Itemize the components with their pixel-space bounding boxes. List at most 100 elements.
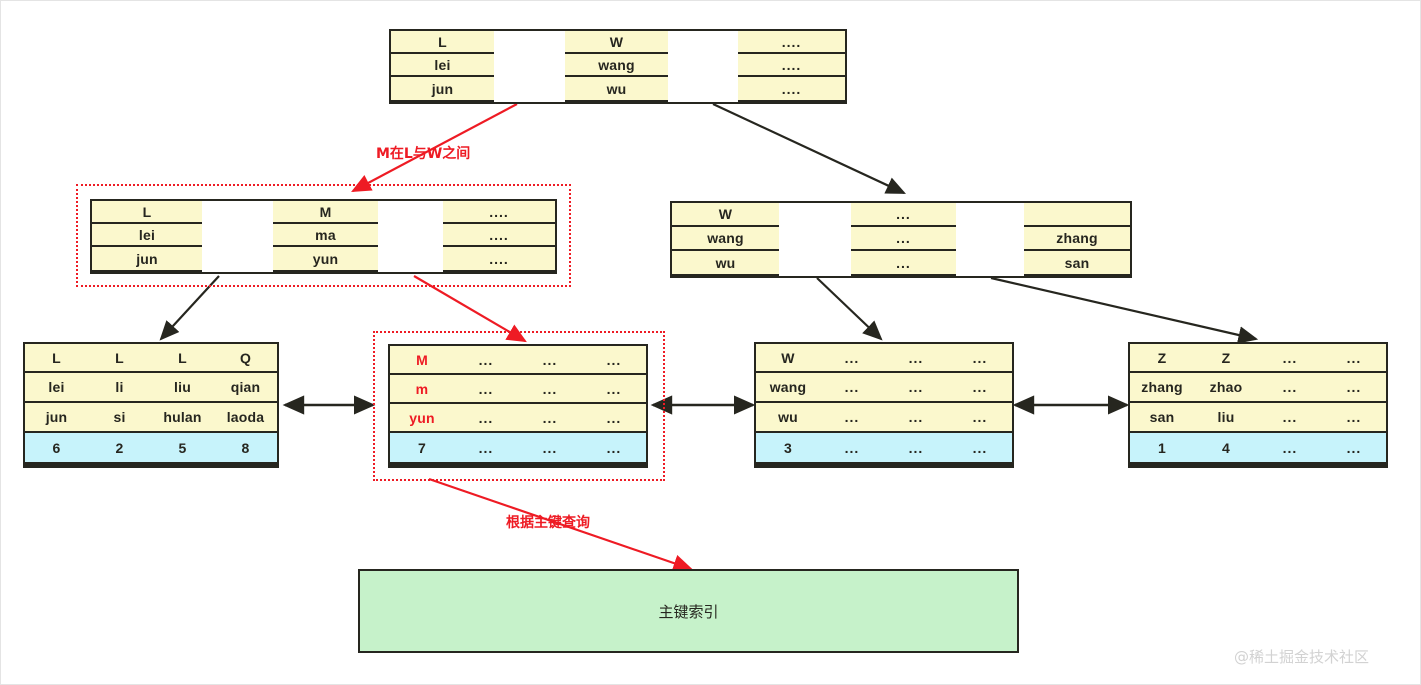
- leaf-4-cell-2-0: ...: [1258, 344, 1322, 373]
- internal-left-cell-1-1: ma: [273, 224, 378, 247]
- leaf-4-cell-0-2: san: [1130, 403, 1194, 433]
- leaf-2-cell-1-0: ...: [454, 346, 518, 375]
- internal-left-pointer-cell-1: [378, 201, 443, 272]
- leaf-1-cell-1-2: si: [88, 403, 151, 433]
- leaf-4-cell-3-0: ...: [1322, 344, 1386, 373]
- leaf-4-pk-0: 1: [1130, 433, 1194, 462]
- primary-key-index-box[interactable]: 主键索引: [358, 569, 1019, 653]
- leaf-2-cell-2-0: ...: [518, 346, 582, 375]
- leaf-4-cell-2-1: ...: [1258, 373, 1322, 403]
- leaf-4-pk-3: ...: [1322, 433, 1386, 462]
- root-cell-2-0: ....: [738, 31, 845, 54]
- internal-left-cell-0-2: jun: [92, 247, 202, 270]
- leaf-3-cell-1-1: ...: [820, 373, 884, 403]
- internal-left-pointer-cell-0: [202, 201, 273, 272]
- leaf-1-cell-3-2: laoda: [214, 403, 277, 433]
- root-node[interactable]: L lei jun W wang wu .... .... ....: [389, 29, 847, 104]
- internal-right-cell-0-2: wu: [672, 251, 779, 274]
- leaf-node-4[interactable]: Z zhang san 1 Z zhao liu 4 ... ... ... .…: [1128, 342, 1388, 468]
- leaf-3-cell-3-1: ...: [948, 373, 1012, 403]
- internal-left-cell-2-0: ....: [443, 201, 555, 224]
- root-pointer-cell-0: [494, 31, 565, 102]
- leaf-2-cell-0-0: M: [390, 346, 454, 375]
- leaf-2-pk-3: ...: [582, 433, 646, 462]
- leaf-2-cell-0-2: yun: [390, 404, 454, 433]
- leaf-3-col-1: ... ... ... ...: [820, 344, 884, 466]
- leaf-2-pk-2: ...: [518, 433, 582, 462]
- root-cell-0-1: lei: [391, 54, 494, 77]
- internal-left-cell-1-2: yun: [273, 247, 378, 270]
- leaf-3-cell-2-0: ...: [884, 344, 948, 373]
- leaf-1-pk-0: 6: [25, 433, 88, 462]
- leaf-2-col-1: ... ... ... ...: [454, 346, 518, 466]
- internal-right-col-0: W wang wu: [672, 203, 779, 276]
- highlight-leaf-2: [373, 331, 665, 481]
- internal-right-cell-0-0: W: [672, 203, 779, 227]
- leaf-2-pk-1: ...: [454, 433, 518, 462]
- internal-node-left[interactable]: L lei jun M ma yun .... .... ....: [90, 199, 557, 274]
- leaf-2-col-2: ... ... ... ...: [518, 346, 582, 466]
- internal-left-cell-1-0: M: [273, 201, 378, 224]
- leaf-3-pk-3: ...: [948, 433, 1012, 462]
- internal-right-cell-0-1: wang: [672, 227, 779, 251]
- root-pointer-1[interactable]: [668, 31, 738, 102]
- internal-right-pointer-0[interactable]: [779, 203, 851, 276]
- leaf-4-cell-3-1: ...: [1322, 373, 1386, 403]
- leaf-1-cell-0-1: lei: [25, 373, 88, 403]
- internal-left-col-1: M ma yun: [273, 201, 378, 272]
- leaf-4-cell-1-1: zhao: [1194, 373, 1258, 403]
- leaf-4-cell-1-2: liu: [1194, 403, 1258, 433]
- internal-right-cell-1-2: ...: [851, 251, 956, 274]
- arrow-internal-right-to-leaf-3: [816, 277, 883, 341]
- internal-right-pointer-1[interactable]: [956, 203, 1024, 276]
- leaf-2-col-0: M m yun 7: [390, 346, 454, 466]
- leaf-1-pk-2: 5: [151, 433, 214, 462]
- leaf-3-pk-0: 3: [756, 433, 820, 462]
- internal-right-pointer-cell-1: [956, 203, 1024, 276]
- leaf-4-cell-3-2: ...: [1322, 403, 1386, 433]
- leaf-4-col-2: ... ... ... ...: [1258, 344, 1322, 466]
- internal-left-cell-0-0: L: [92, 201, 202, 224]
- leaf-3-cell-0-1: wang: [756, 373, 820, 403]
- leaf-1-col-3: Q qian laoda 8: [214, 344, 277, 466]
- internal-left-pointer-0[interactable]: [202, 201, 273, 272]
- root-pointer-0[interactable]: [494, 31, 565, 102]
- leaf-2-cell-1-1: ...: [454, 375, 518, 404]
- leaf-2-cell-3-1: ...: [582, 375, 646, 404]
- leaf-node-1[interactable]: L lei jun 6 L li si 2 L liu hulan 5 Q qi…: [23, 342, 279, 468]
- leaf-2-cell-3-2: ...: [582, 404, 646, 433]
- arrow-internal-right-to-leaf-4: [990, 276, 1259, 344]
- internal-left-pointer-1[interactable]: [378, 201, 443, 272]
- internal-node-right[interactable]: W wang wu ... ... ... zhang san: [670, 201, 1132, 278]
- root-cell-1-2: wu: [565, 77, 668, 100]
- leaf-2-cell-2-1: ...: [518, 375, 582, 404]
- leaf-1-cell-2-0: L: [151, 344, 214, 373]
- leaf-3-cell-3-2: ...: [948, 403, 1012, 433]
- leaf-2-cell-3-0: ...: [582, 346, 646, 375]
- leaf-1-cell-0-0: L: [25, 344, 88, 373]
- leaf-node-2[interactable]: M m yun 7 ... ... ... ... ... ... ... ..…: [388, 344, 648, 468]
- leaf-3-col-0: W wang wu 3: [756, 344, 820, 466]
- leaf-3-cell-2-2: ...: [884, 403, 948, 433]
- root-cell-2-1: ....: [738, 54, 845, 77]
- leaf-node-3[interactable]: W wang wu 3 ... ... ... ... ... ... ... …: [754, 342, 1014, 468]
- leaf-1-cell-0-2: jun: [25, 403, 88, 433]
- root-cell-1-1: wang: [565, 54, 668, 77]
- root-cell-2-2: ....: [738, 77, 845, 100]
- leaf-2-pk-0: 7: [390, 433, 454, 462]
- leaf-4-cell-1-0: Z: [1194, 344, 1258, 373]
- leaf-3-cell-1-2: ...: [820, 403, 884, 433]
- root-col-0: L lei jun: [391, 31, 494, 102]
- root-cell-0-0: L: [391, 31, 494, 54]
- leaf-3-cell-0-0: W: [756, 344, 820, 373]
- internal-right-col-1: ... ... ...: [851, 203, 956, 276]
- leaf-4-cell-0-0: Z: [1130, 344, 1194, 373]
- leaf-4-cell-2-2: ...: [1258, 403, 1322, 433]
- leaf-4-pk-2: ...: [1258, 433, 1322, 462]
- internal-right-cell-2-0: [1024, 203, 1130, 227]
- internal-left-cell-0-1: lei: [92, 224, 202, 247]
- internal-right-cell-2-1: zhang: [1024, 227, 1130, 251]
- internal-left-col-0: L lei jun: [92, 201, 202, 272]
